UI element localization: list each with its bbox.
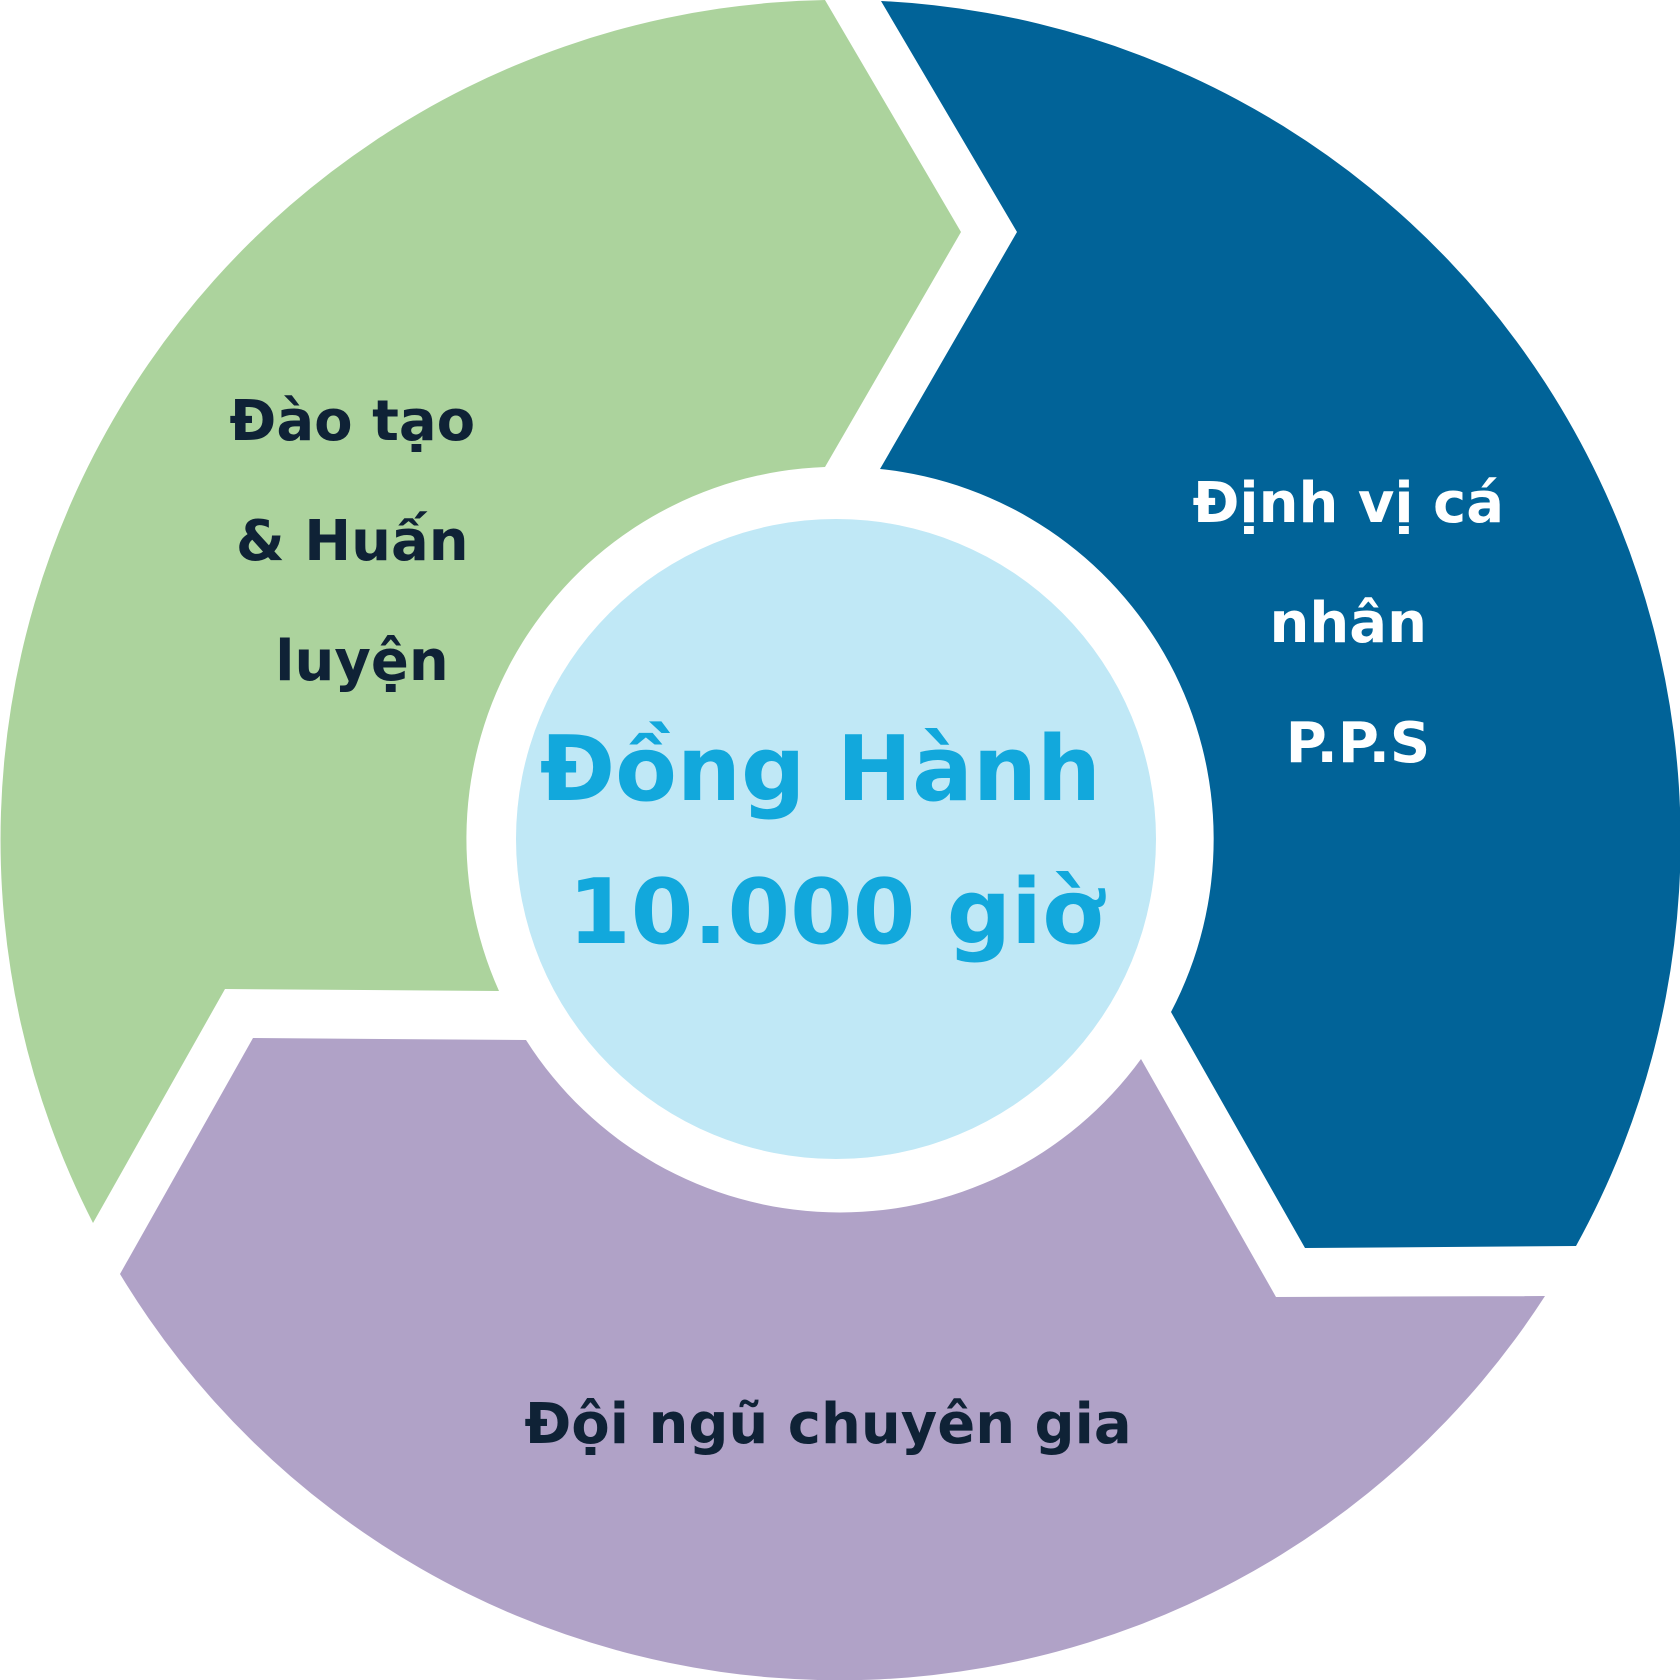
segment-experts [120,1038,1545,1680]
segment-training [0,0,961,1223]
segment-positioning-line: nhân [1270,591,1427,656]
center-label-line: Đồng Hành [540,717,1101,822]
center-label-line: 10.000 giờ [568,860,1106,965]
segment-experts-line: Đội ngũ chuyên gia [524,1392,1131,1457]
segment-training-label: Đào tạo & Huấn luyện [229,389,494,694]
segment-training-line: & Huấn [236,509,469,574]
center-label: Đồng Hành 10.000 giờ [540,717,1133,965]
segment-positioning-label: Định vị cá nhân P.P.S [1192,471,1523,776]
segment-positioning-line: Định vị cá [1192,471,1504,536]
segment-positioning [880,1,1680,1248]
segment-positioning-line: P.P.S [1286,711,1430,776]
segment-training-line: Đào tạo [229,389,475,454]
center-circle [516,519,1156,1159]
segment-training-line: luyện [275,629,448,694]
segment-experts-label: Đội ngũ chuyên gia [524,1392,1131,1457]
